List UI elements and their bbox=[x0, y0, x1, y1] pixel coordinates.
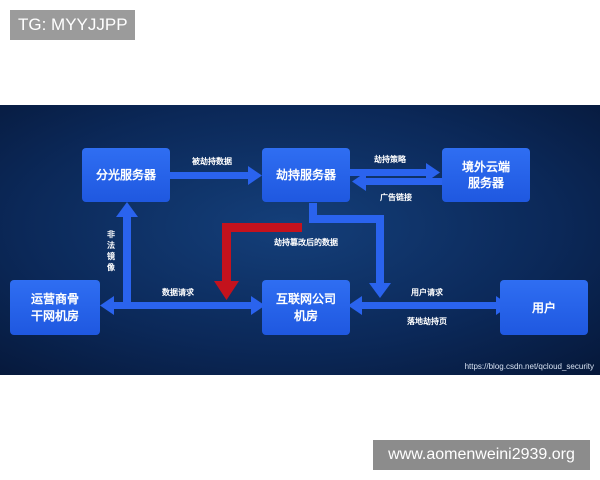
node-overseas-server: 境外云端 服务器 bbox=[442, 148, 530, 202]
arrow-hijack-strategy bbox=[350, 163, 440, 182]
label-illegal-mirror-2: 法 bbox=[107, 240, 115, 250]
node-jiechi-label: 劫持服务器 bbox=[276, 167, 337, 182]
node-fenguang-server: 分光服务器 bbox=[82, 148, 170, 202]
label-landing-page: 落地劫持页 bbox=[407, 316, 447, 326]
node-jiechi-server: 劫持服务器 bbox=[262, 148, 350, 202]
node-user: 用户 bbox=[500, 280, 588, 335]
node-fenguang-label: 分光服务器 bbox=[96, 167, 157, 182]
arrow-jiechi-to-isp bbox=[309, 203, 391, 298]
diagram-canvas: 分光服务器 劫持服务器 境外云端 服务器 运营商骨 干网机房 互联网公司 机房 … bbox=[0, 105, 600, 375]
label-illegal-mirror-4: 像 bbox=[106, 262, 116, 272]
arrow-ad-link bbox=[352, 172, 442, 191]
node-overseas-label-1: 境外云端 bbox=[462, 159, 510, 174]
arrow-layer bbox=[100, 163, 510, 315]
label-modified-data: 劫持篡改后的数据 bbox=[274, 237, 338, 247]
label-illegal-mirror-3: 镜 bbox=[107, 251, 115, 261]
arrow-illegal-mirror bbox=[116, 202, 138, 305]
label-ad-link: 广告链接 bbox=[380, 192, 412, 202]
label-data-request: 数据请求 bbox=[162, 287, 195, 297]
top-watermark: TG: MYYJJPP bbox=[10, 10, 135, 40]
node-operator-label-1: 运营商骨 bbox=[31, 291, 79, 306]
node-overseas-label-2: 服务器 bbox=[468, 175, 505, 190]
label-user-request: 用户请求 bbox=[410, 287, 444, 297]
hijack-flow-diagram: 分光服务器 劫持服务器 境外云端 服务器 运营商骨 干网机房 互联网公司 机房 … bbox=[0, 105, 600, 375]
node-user-label: 用户 bbox=[531, 300, 556, 315]
node-isp-label-2: 机房 bbox=[294, 308, 318, 323]
label-illegal-mirror-1: 非 bbox=[107, 229, 115, 239]
arrow-data-request bbox=[100, 296, 265, 315]
node-operator-backbone: 运营商骨 干网机房 bbox=[10, 280, 100, 335]
bottom-watermark: www.aomenweini2939.org bbox=[373, 440, 590, 470]
label-hijacked-data: 被劫持数据 bbox=[192, 156, 232, 166]
node-isp-label-1: 互联网公司 bbox=[276, 292, 336, 306]
node-isp-datacenter: 互联网公司 机房 bbox=[262, 280, 350, 335]
arrow-hijacked-data bbox=[170, 166, 262, 185]
source-url: https://blog.csdn.net/qcloud_security bbox=[465, 362, 594, 371]
label-hijack-strategy: 劫持策略 bbox=[374, 154, 407, 164]
node-operator-label-2: 干网机房 bbox=[31, 308, 79, 323]
arrow-modified-data bbox=[214, 223, 302, 300]
